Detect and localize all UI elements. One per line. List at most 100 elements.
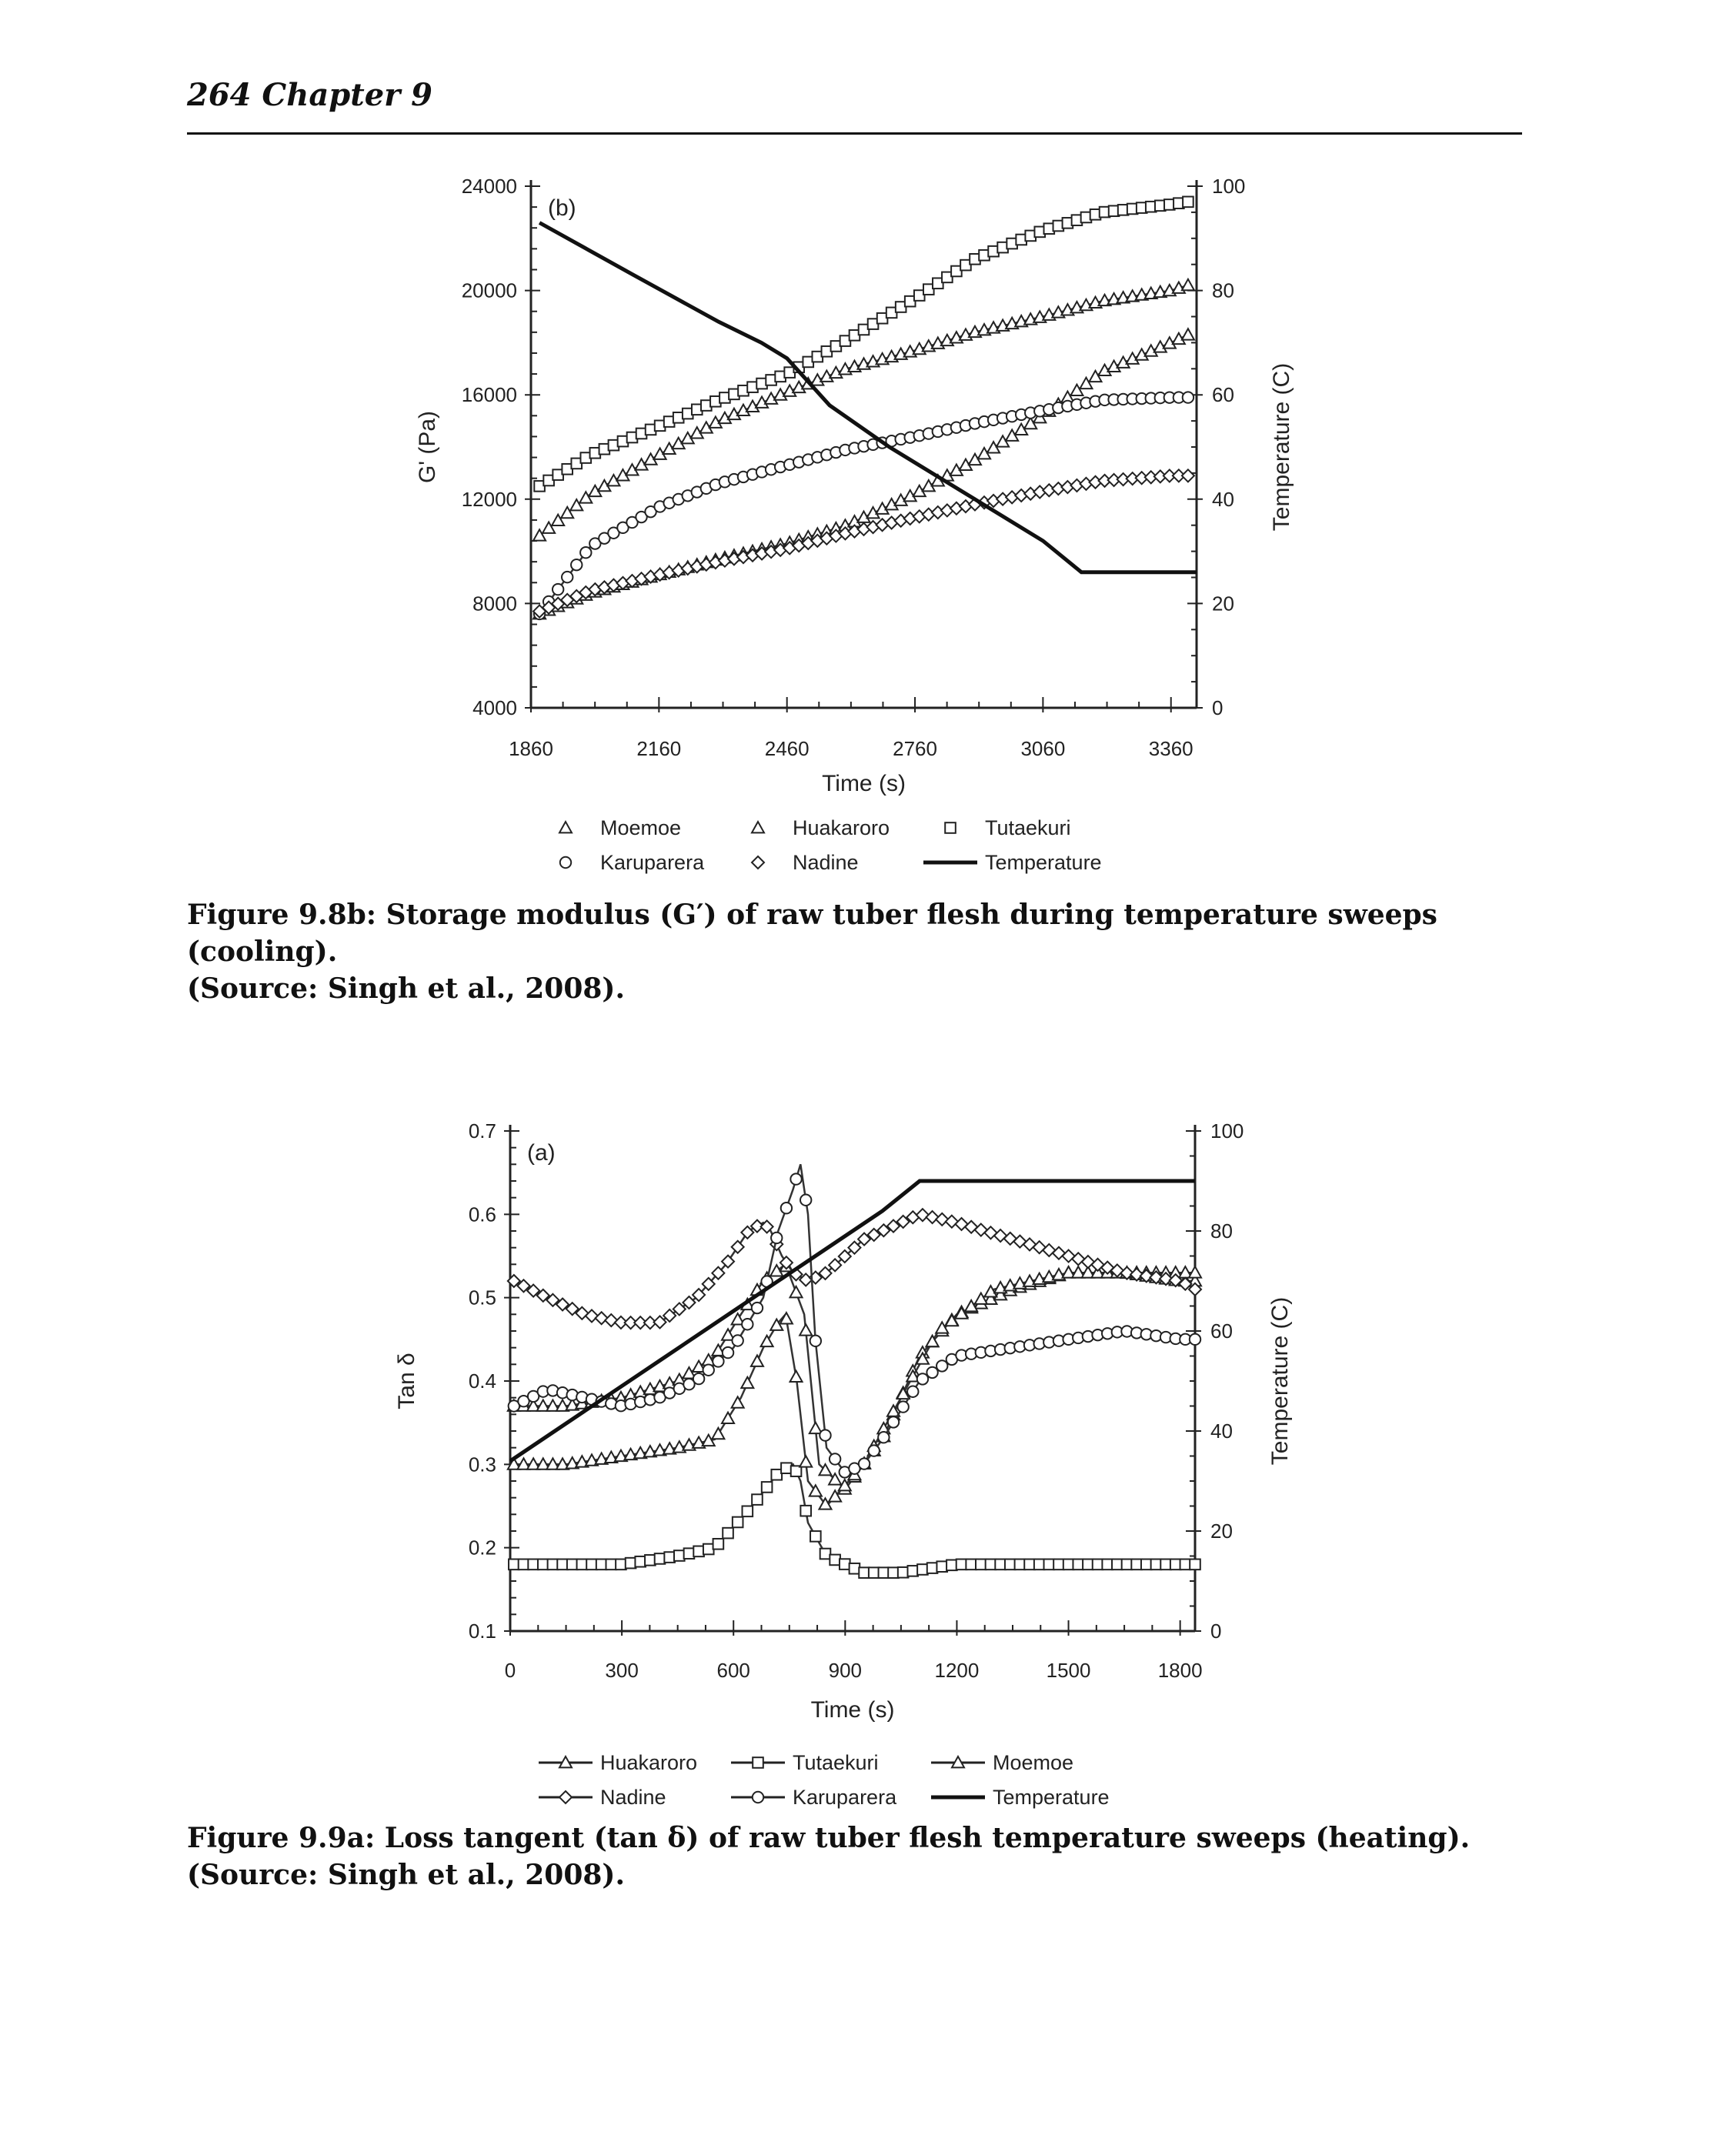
data-point [788,1284,804,1299]
x-axis-label: Time (s) [811,1697,895,1723]
data-point [941,271,953,284]
y-tick-label: 24000 [462,175,517,198]
data-point [1120,1266,1134,1281]
data-point [683,1378,696,1391]
data-point [896,1566,910,1579]
data-point [1060,1265,1077,1279]
data-point [876,1223,891,1238]
data-point [565,1397,580,1411]
y2-tick-label: 100 [1210,1119,1244,1143]
data-point [799,1193,813,1206]
data-point [586,1558,598,1571]
legend-label: Moemoe [600,816,681,839]
data-point [662,1308,677,1323]
data-point [749,1353,765,1367]
header-rule [187,132,1522,135]
data-point [1187,1265,1203,1279]
data-point [644,1554,656,1566]
data-point [1072,1558,1085,1571]
legend-label: Temperature [993,1786,1110,1809]
data-point [915,1351,930,1365]
data-point [555,1297,570,1312]
legend-marker [944,822,956,834]
y-tick-label: 4000 [472,696,517,719]
data-point [584,1308,599,1323]
data-point [1080,1265,1096,1279]
series-nadine [506,1207,1203,1330]
series-line [539,284,1189,537]
data-point [1143,343,1159,357]
data-point [828,1453,842,1466]
x-tick-label: 2460 [765,737,810,760]
data-point [532,528,547,542]
data-point [1013,1558,1027,1571]
data-point [615,1558,627,1571]
data-point [526,1283,541,1299]
data-point [856,1232,872,1246]
data-point [760,1481,773,1493]
data-point [754,395,770,409]
data-point [818,1266,833,1281]
y-tick-label: 8000 [472,592,517,615]
data-point [838,1558,851,1570]
y2-tick-label: 60 [1210,1319,1233,1343]
data-point [1053,1558,1065,1571]
legend-item-nadine: Nadine [750,851,859,874]
panel-label: (b) [548,195,576,221]
data-point [1115,355,1131,369]
data-point [857,1457,871,1470]
data-point [770,1231,783,1245]
data-point [1180,327,1196,341]
data-point [763,391,779,405]
legend-label: Moemoe [993,1751,1073,1774]
x-tick-label: 3360 [1149,737,1194,760]
series-tutaekuri [508,1462,1201,1579]
data-point [506,1456,522,1470]
y-tick-label: 20000 [462,279,517,302]
data-point [983,1291,999,1306]
data-point [886,1219,901,1234]
data-point [730,1239,746,1255]
data-point [808,1420,823,1435]
data-point [643,1443,658,1458]
data-point [566,1558,579,1571]
data-point [760,1219,775,1234]
x-tick-label: 3060 [1020,737,1065,760]
data-point [950,265,963,278]
data-point [808,1483,823,1497]
legend-item-nadine: Nadine [539,1786,666,1809]
data-point [579,546,593,559]
data-point [944,1313,960,1327]
data-point [551,582,565,596]
legend-item-temperature: Temperature [931,1786,1110,1809]
x-tick-label: 2160 [636,737,681,760]
data-point [932,277,944,290]
y2-axis-label: Temperature (C) [1267,1297,1293,1465]
data-point [1179,1558,1192,1571]
data-point [906,1385,920,1398]
data-point [798,1323,813,1336]
data-point [926,1366,939,1379]
data-point [701,1433,716,1447]
data-point [682,1295,696,1310]
data-point [517,1558,530,1571]
data-point [633,1445,648,1459]
data-point [731,1334,744,1347]
data-point [729,1312,746,1326]
data-point [1130,1558,1143,1571]
x-tick-label: 0 [505,1659,516,1682]
legend-marker [750,819,766,834]
data-point [623,1446,639,1461]
data-point [559,505,575,519]
data-point [1150,1558,1163,1571]
legend-label: Huakaroro [600,1751,697,1774]
data-point [556,1558,569,1571]
data-point [906,1565,920,1577]
data-point [527,1558,539,1571]
data-point [584,1453,599,1466]
data-point [759,1333,775,1348]
y-tick-label: 0.5 [469,1286,496,1309]
data-point [1097,362,1113,377]
data-point [936,1359,949,1373]
data-point [925,1209,940,1225]
